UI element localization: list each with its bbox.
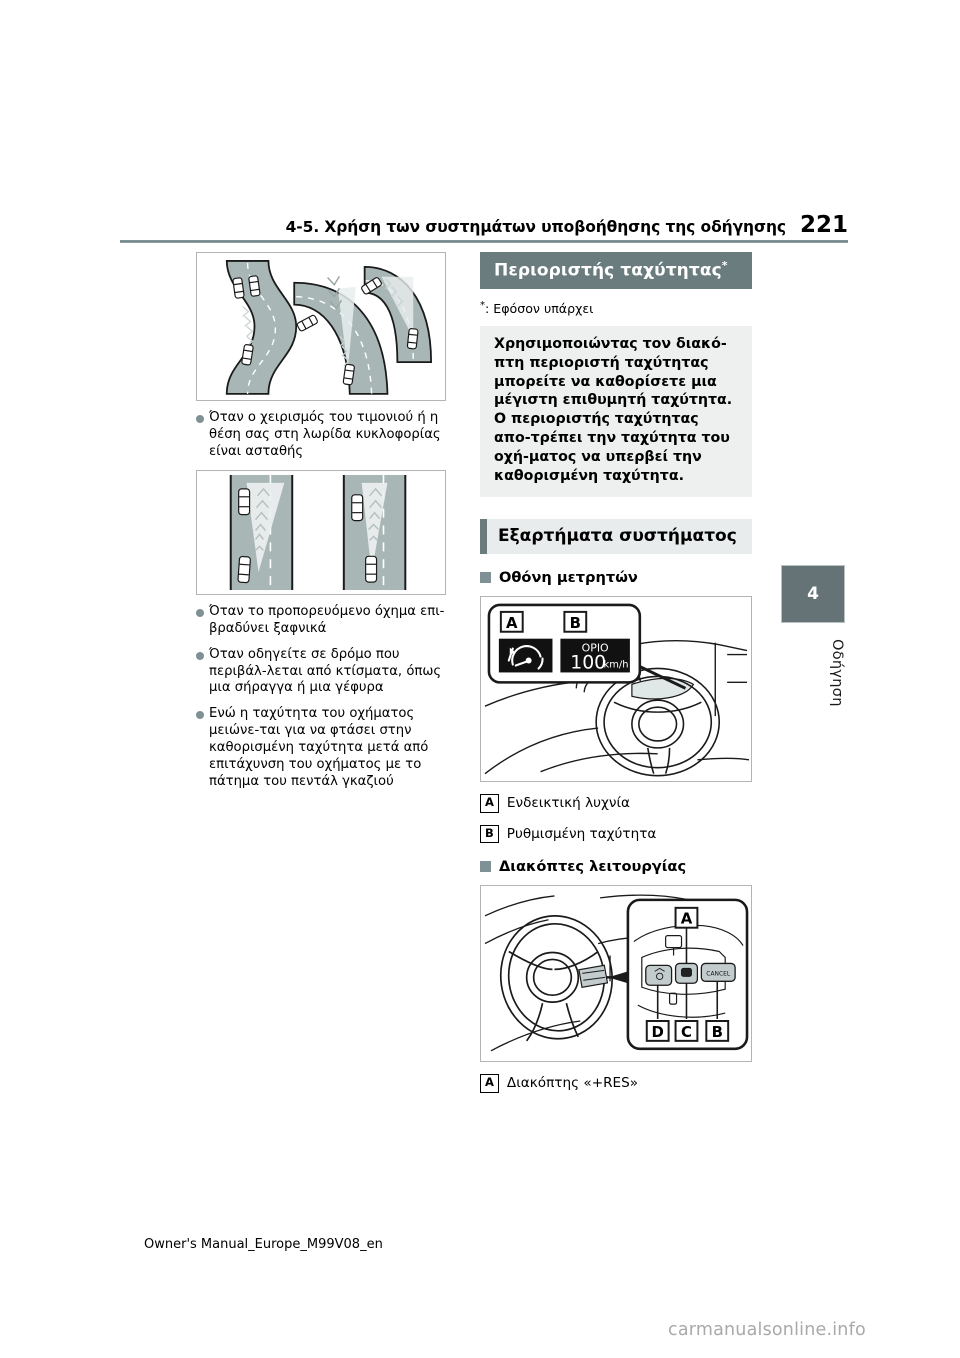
steering-wheel-switches-illustration: CANCEL A D C B xyxy=(481,886,751,1062)
callout-text-a-res: Διακόπτης «+RES» xyxy=(506,1075,639,1092)
callout-text-b: Ρυθμισμένη ταχύτητα xyxy=(506,825,657,842)
switch-label-d: D xyxy=(652,1023,664,1041)
bullet-list-1: Όταν ο χειρισμός του τιμονιού ή η θέση σ… xyxy=(196,410,446,461)
footnote-text: : Εφόσον υπάρχει xyxy=(485,300,594,316)
chapter-tab: 4 xyxy=(781,565,845,623)
subsection-operation-switches: Διακόπτες λειτουργίας xyxy=(480,858,752,875)
meter-display-caption: ΟΡΙΟ xyxy=(582,641,609,654)
meter-label-b: B xyxy=(570,614,581,632)
heading-superscript: * xyxy=(721,259,728,272)
manual-code: Owner's Manual_Europe_M99V08_en xyxy=(144,1237,383,1252)
list-item: Όταν ο χειρισμός του τιμονιού ή η θέση σ… xyxy=(196,410,446,461)
callout-text-a: Ενδεικτική λυχνία xyxy=(506,795,631,812)
square-bullet-icon xyxy=(480,571,491,583)
list-item: Όταν το προπορευόμενο όχημα επι-βραδύνει… xyxy=(196,604,446,638)
list-item: Ενώ η ταχύτητα του οχήματος μειώνε-ται γ… xyxy=(196,706,446,791)
callout-key-a-res: A xyxy=(480,1074,499,1093)
footnote-superscript: * xyxy=(480,299,485,311)
speed-limiter-indicator-icon xyxy=(507,644,544,670)
callout-key-a: A xyxy=(480,794,499,813)
site-watermark: carmanualsonline.info xyxy=(668,1320,866,1340)
meter-label-a: A xyxy=(506,614,518,632)
road-curve-scenarios-illustration xyxy=(197,253,445,400)
header-divider xyxy=(120,240,848,243)
two-lane-vehicle-detection-illustration xyxy=(197,470,445,594)
road-curve-scenarios-figure xyxy=(196,252,446,401)
right-column: Περιοριστής ταχύτητας* *: Εφόσον υπάρχει… xyxy=(480,252,752,1093)
meter-display-illustration: A B ΟΡΙΟ xyxy=(481,596,751,782)
meter-display-speed: 100 xyxy=(570,652,606,673)
left-column: Όταν ο χειρισμός του τιμονιού ή η θέση σ… xyxy=(196,252,446,800)
chapter-label: Οδήγηση xyxy=(829,639,845,707)
meter-display-unit: km/h xyxy=(603,659,628,670)
page-header: 4-5. Χρήση των συστημάτων υποβοήθησης τη… xyxy=(120,212,848,238)
subsection-meter-display: Οθόνη μετρητών xyxy=(480,569,752,586)
system-components-heading: Εξαρτήματα συστήματος xyxy=(480,518,752,554)
subsection-meter-display-label: Οθόνη μετρητών xyxy=(499,568,638,586)
switch-label-b: B xyxy=(712,1023,723,1041)
list-item: Όταν οδηγείτε σε δρόμο που περιβάλ-λεται… xyxy=(196,647,446,698)
page-number: 221 xyxy=(799,212,848,238)
subsection-operation-switches-label: Διακόπτες λειτουργίας xyxy=(499,858,687,876)
callout-a-indicator: A Ενδεικτική λυχνία xyxy=(480,794,752,813)
cancel-button-text: CANCEL xyxy=(706,971,731,978)
footnote: *: Εφόσον υπάρχει xyxy=(480,300,752,316)
section-title: 4-5. Χρήση των συστημάτων υποβοήθησης τη… xyxy=(285,218,786,236)
callout-b-set-speed: B Ρυθμισμένη ταχύτητα xyxy=(480,824,752,844)
bullet-list-2: Όταν το προπορευόμενο όχημα επι-βραδύνει… xyxy=(196,604,446,792)
speed-limiter-heading: Περιοριστής ταχύτητας* xyxy=(480,252,752,289)
speed-limiter-heading-text: Περιοριστής ταχύτητας xyxy=(494,260,722,281)
square-bullet-icon xyxy=(480,861,491,873)
chapter-number: 4 xyxy=(807,584,819,604)
two-lane-detection-figure xyxy=(196,469,446,595)
meter-display-figure: A B ΟΡΙΟ xyxy=(480,595,752,783)
switch-label-a: A xyxy=(681,910,693,928)
callout-a-res-switch: A Διακόπτης «+RES» xyxy=(480,1074,752,1093)
callout-key-b: B xyxy=(480,824,499,844)
switch-label-c: C xyxy=(681,1023,692,1041)
info-block: Χρησιμοποιώντας τον διακό-πτη περιοριστή… xyxy=(480,325,752,497)
steering-switches-figure: CANCEL A D C B xyxy=(480,885,752,1063)
